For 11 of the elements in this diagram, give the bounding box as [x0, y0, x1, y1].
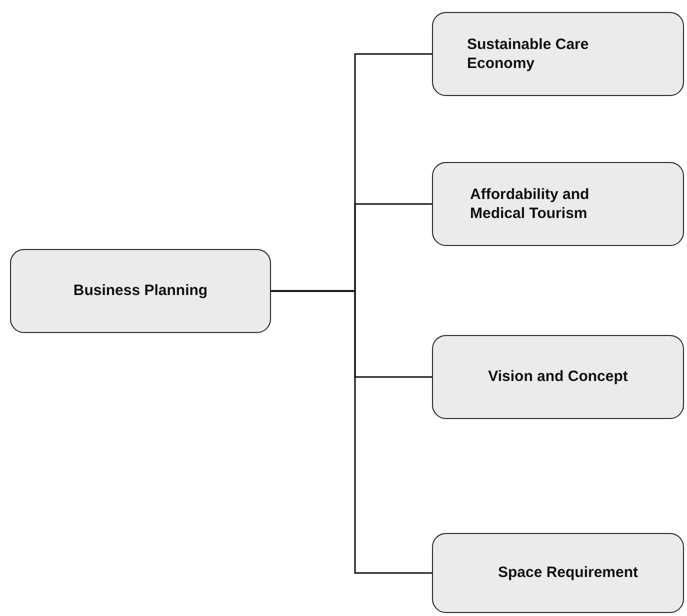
node-label: Affordability and Medical Tourism — [470, 184, 590, 224]
process-box — [432, 162, 684, 246]
node-label: Business Planning — [73, 281, 208, 301]
node-label: Sustainable Care Economy — [467, 34, 590, 74]
node-label: Space Requirement — [498, 563, 638, 583]
process-box — [432, 335, 684, 419]
process-box — [432, 12, 684, 96]
connector-line — [271, 290, 432, 574]
process-box — [432, 533, 684, 613]
node-label: Vision and Concept — [488, 367, 628, 387]
process-box — [10, 249, 271, 333]
